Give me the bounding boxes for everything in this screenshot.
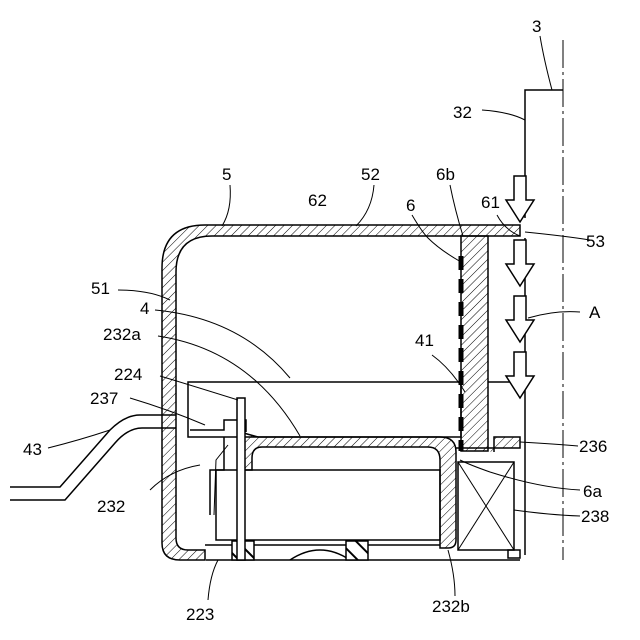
leader-lines <box>48 36 590 600</box>
label-224: 224 <box>114 365 142 384</box>
label-41: 41 <box>415 331 434 350</box>
flow-arrows <box>506 176 534 398</box>
label-51: 51 <box>91 279 110 298</box>
label-232b: 232b <box>432 597 470 616</box>
label-6: 6 <box>406 196 415 215</box>
label-62: 62 <box>308 191 327 210</box>
label-236: 236 <box>579 437 607 456</box>
label-5: 5 <box>222 165 231 184</box>
lower-body <box>205 470 520 560</box>
label-238: 238 <box>581 507 609 526</box>
label-3: 3 <box>532 17 541 36</box>
label-237: 237 <box>90 389 118 408</box>
partition-wall-6 <box>461 236 488 451</box>
label-4: 4 <box>140 299 149 318</box>
label-232: 232 <box>97 497 125 516</box>
label-223: 223 <box>186 605 214 624</box>
label-52: 52 <box>361 165 380 184</box>
label-43: 43 <box>23 440 42 459</box>
label-32: 32 <box>453 103 472 122</box>
label-6b: 6b <box>436 165 455 184</box>
label-61: 61 <box>481 193 500 212</box>
pin-224 <box>237 398 245 560</box>
part-238 <box>458 462 520 558</box>
label-232a: 232a <box>103 325 141 344</box>
label-6a: 6a <box>583 482 602 501</box>
label-A: A <box>589 303 601 322</box>
label-53: 53 <box>586 232 605 251</box>
